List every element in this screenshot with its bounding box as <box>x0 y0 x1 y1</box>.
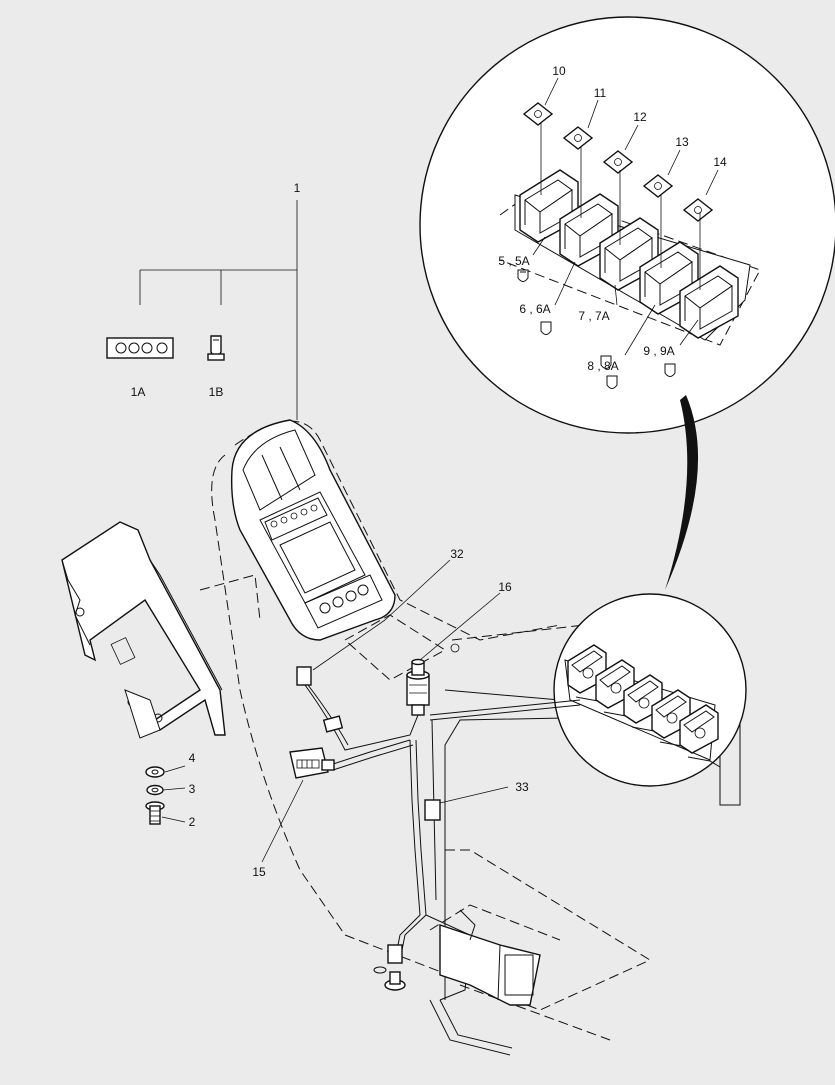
callout-13: 13 <box>675 135 689 149</box>
screw-part-2 <box>145 801 165 825</box>
mounting-bracket <box>61 521 226 739</box>
callout-2: 2 <box>189 815 196 829</box>
leader-lines-main <box>161 559 509 863</box>
bulb-icon-7a <box>600 355 612 369</box>
work-light-symbol-icon <box>522 102 554 126</box>
bulb-icon-6a <box>540 321 552 335</box>
rocker-switch-5 <box>679 265 739 339</box>
callout-16: 16 <box>498 580 512 594</box>
callout-1: 1 <box>294 181 301 195</box>
callout-12: 12 <box>633 110 647 124</box>
bulb-icon-8a <box>606 375 618 389</box>
callout-10: 10 <box>552 64 566 78</box>
bulb-icon-5a <box>517 269 529 282</box>
callout-1b: 1B <box>209 385 224 399</box>
detail-leader-lines <box>532 77 719 356</box>
air-duct <box>429 909 541 1056</box>
connector-part-32 <box>296 666 344 733</box>
callout-3: 3 <box>189 782 196 796</box>
rocker-switch-bank <box>519 169 739 339</box>
callout-1a: 1A <box>131 385 146 399</box>
switch-symbol-tags <box>522 102 714 222</box>
bulb-icon-9a <box>664 363 676 377</box>
lock-washer-part-3 <box>146 784 164 796</box>
callout-11: 11 <box>594 86 607 100</box>
part-1a-switch-panel <box>106 337 174 359</box>
horn-symbol-icon <box>682 198 714 222</box>
callout-15: 15 <box>252 865 266 879</box>
callout-5-5a: 5 , 5A <box>498 254 529 268</box>
beacon-symbol-icon <box>642 174 674 198</box>
callout-4: 4 <box>189 751 196 765</box>
leader-part-1 <box>139 200 298 420</box>
callout-labels: 1 1A 1B 10 11 12 13 14 5 , 5A 6 , 6A 7 ,… <box>131 64 727 879</box>
switch-part-16 <box>406 658 430 716</box>
connector-part-33 <box>424 799 441 821</box>
callout-32: 32 <box>450 547 464 561</box>
instrument-cluster <box>230 419 396 641</box>
callout-8-8a: 8 , 8A <box>587 359 618 373</box>
part-1b-bulb-icon <box>207 335 225 361</box>
lower-switch-bank <box>567 644 721 768</box>
callout-6-6a: 6 , 6A <box>519 302 550 316</box>
callout-14: 14 <box>713 155 727 169</box>
callout-7-7a: 7 , 7A <box>578 309 609 323</box>
lower-connectors <box>373 944 406 991</box>
wiper-symbol-icon <box>562 126 594 150</box>
washer-part-4 <box>145 766 165 778</box>
lower-rocker-switch-5 <box>679 704 721 768</box>
callout-33: 33 <box>515 780 529 794</box>
magnify-arrow <box>665 395 699 590</box>
callout-9-9a: 9 , 9A <box>643 344 674 358</box>
fan-symbol-icon <box>602 150 634 174</box>
module-part-15 <box>289 747 335 779</box>
